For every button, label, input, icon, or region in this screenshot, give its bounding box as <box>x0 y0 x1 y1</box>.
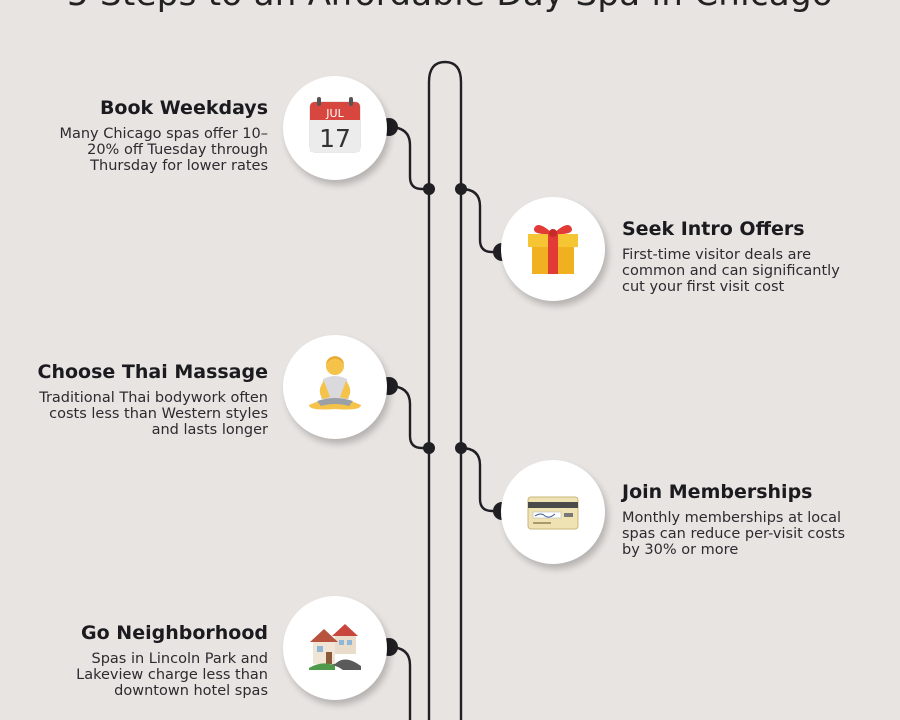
connector-step-3 <box>388 384 429 450</box>
timeline-track <box>427 60 463 720</box>
junction-dot <box>455 183 467 195</box>
step-3-icon-circle <box>283 335 387 439</box>
step-title: Choose Thai Massage <box>37 361 268 383</box>
calendar-day: 17 <box>319 124 351 153</box>
step-1: Book Weekdays Many Chicago spas offer 10… <box>28 96 268 174</box>
step-4: Join Memberships Monthly memberships at … <box>622 480 862 558</box>
page-title: 5 Steps to an Affordable Day Spa in Chic… <box>0 0 900 14</box>
step-1-icon-circle: JUL 17 <box>283 76 387 180</box>
junction-dot <box>423 442 435 454</box>
membership-card-icon <box>527 496 579 530</box>
step-description: Traditional Thai bodywork often costs le… <box>39 390 268 438</box>
calendar-icon: JUL 17 <box>309 97 361 153</box>
step-title: Book Weekdays <box>99 97 268 119</box>
step-title: Seek Intro Offers <box>622 218 805 240</box>
step-description: First-time visitor deals are common and … <box>622 247 840 295</box>
step-description: Many Chicago spas offer 10–20% off Tuesd… <box>59 126 268 174</box>
connector-step-1 <box>388 125 429 191</box>
junction-dot <box>455 442 467 454</box>
step-description: Monthly memberships at local spas can re… <box>622 510 846 558</box>
step-title: Go Neighborhood <box>81 622 268 644</box>
step-2: Seek Intro Offers First-time visitor dea… <box>622 217 862 295</box>
step-5: Go Neighborhood Spas in Lincoln Park and… <box>28 621 268 699</box>
junction-dot <box>423 183 435 195</box>
calendar-month: JUL <box>325 107 344 120</box>
step-4-icon-circle <box>501 460 605 564</box>
houses-icon <box>309 624 361 670</box>
step-title: Join Memberships <box>622 481 813 503</box>
connector-step-2 <box>460 187 502 254</box>
step-5-icon-circle <box>283 596 387 700</box>
gift-icon <box>528 225 578 274</box>
meditation-icon <box>309 356 361 410</box>
connector-step-4 <box>460 446 502 513</box>
connector-step-5 <box>388 645 412 720</box>
step-2-icon-circle <box>501 197 605 301</box>
step-3: Choose Thai Massage Traditional Thai bod… <box>28 360 268 438</box>
step-description: Spas in Lincoln Park and Lakeview charge… <box>76 651 268 699</box>
